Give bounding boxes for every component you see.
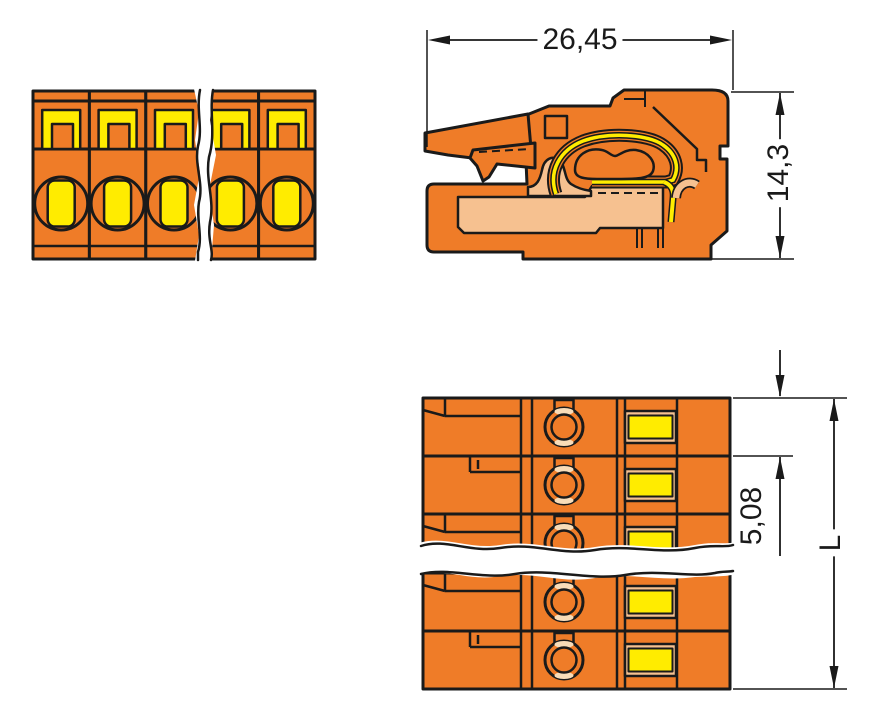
dimension-length <box>733 399 847 690</box>
release-lever <box>423 112 537 183</box>
test-port-square <box>543 114 569 140</box>
dim-pitch-label: 5,08 <box>735 486 768 546</box>
dim-height-label: 14,3 <box>762 138 795 208</box>
cam-lobe <box>573 148 655 181</box>
bottom-view <box>419 398 735 689</box>
inner-roof-lines <box>652 106 708 172</box>
spring-wire-yellow <box>551 133 679 195</box>
front-view <box>31 88 317 262</box>
dim-width-label: 26,45 <box>537 25 623 55</box>
dimension-height <box>704 91 794 260</box>
dim-length-label: L <box>814 529 847 557</box>
clamp-spring-loop <box>547 128 683 223</box>
front-break-lines <box>194 88 216 262</box>
spring-wire-tail <box>663 180 676 223</box>
side-section-view <box>423 88 730 261</box>
dimension-pitch <box>733 350 847 556</box>
contact-hook <box>671 177 700 199</box>
bottom-break-lines <box>419 540 735 580</box>
